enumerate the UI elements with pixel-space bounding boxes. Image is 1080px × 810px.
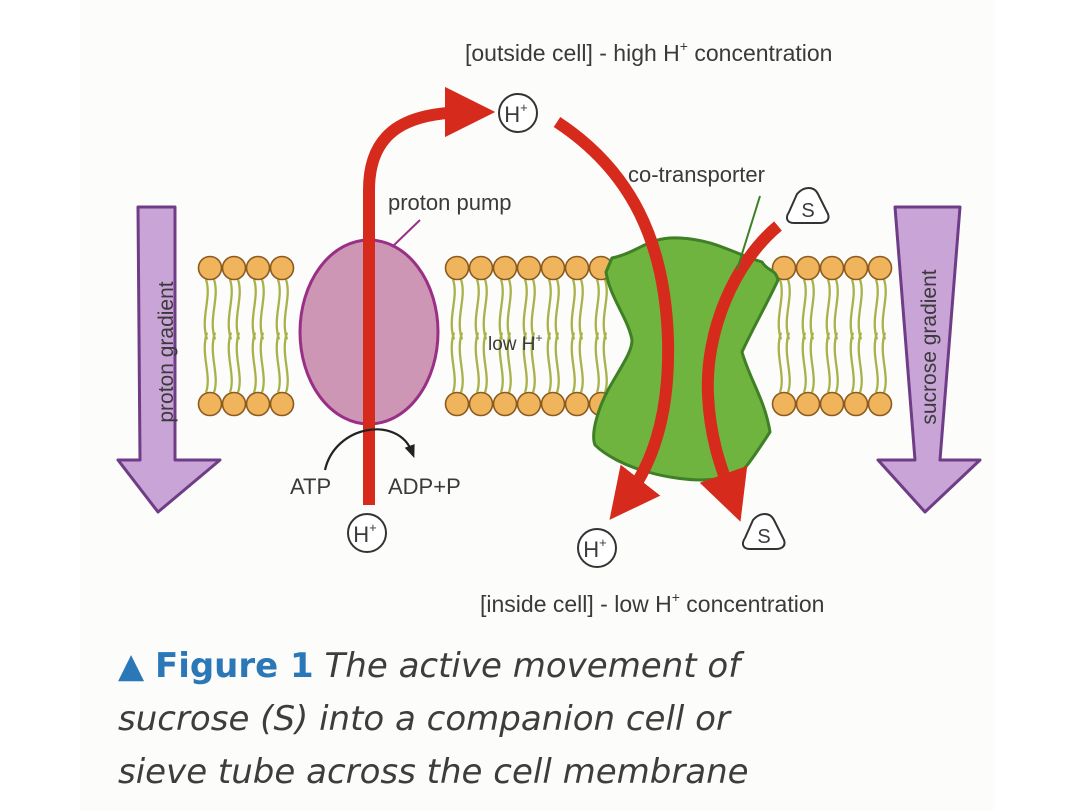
caption-text: The active movement of sucrose (S) into … bbox=[118, 646, 749, 792]
h-ion-inside: H+ bbox=[577, 528, 617, 568]
low-h-label: low H+ bbox=[488, 331, 543, 355]
adp-label: ADP+P bbox=[388, 474, 461, 499]
h-ion-pump-bottom: H+ bbox=[347, 513, 387, 553]
svg-text:H+: H+ bbox=[353, 520, 376, 547]
sucrose-gradient-arrow: sucrose gradient bbox=[876, 205, 982, 514]
outside-cell-label: [outside cell] - high H+ concentration bbox=[465, 38, 832, 66]
svg-text:S: S bbox=[801, 200, 814, 222]
proton-pump-arrow bbox=[363, 86, 496, 505]
sucrose-molecule-inside: S bbox=[741, 513, 786, 550]
membrane-diagram: proton gradient sucrose gradient bbox=[116, 38, 982, 617]
proton-gradient-label: proton gradient bbox=[155, 281, 178, 422]
proton-pump-label: proton pump bbox=[388, 190, 512, 215]
sucrose-molecule-outside: S bbox=[785, 187, 830, 224]
caption-triangle-icon: ▲ bbox=[118, 646, 145, 686]
h-ion-outside: H+ bbox=[498, 93, 538, 133]
co-transporter-protein bbox=[592, 236, 780, 482]
co-transporter-label: co-transporter bbox=[628, 162, 765, 187]
sucrose-arrow bbox=[699, 221, 782, 522]
svg-text:S: S bbox=[757, 526, 770, 548]
atp-conversion-arrow bbox=[323, 428, 415, 471]
figure-caption: ▲ Figure 1 The active movement of sucros… bbox=[118, 640, 818, 799]
proton-return-arrow bbox=[553, 116, 675, 520]
svg-text:H+: H+ bbox=[583, 535, 606, 562]
proton-gradient-arrow: proton gradient bbox=[116, 205, 222, 514]
sucrose-gradient-label: sucrose gradient bbox=[918, 269, 941, 424]
inside-cell-label: [inside cell] - low H+ concentration bbox=[480, 589, 824, 617]
phospholipid-bilayer bbox=[197, 255, 893, 417]
svg-text:H+: H+ bbox=[504, 100, 527, 127]
atp-label: ATP bbox=[290, 474, 331, 499]
caption-figure-number: Figure 1 bbox=[154, 646, 314, 686]
